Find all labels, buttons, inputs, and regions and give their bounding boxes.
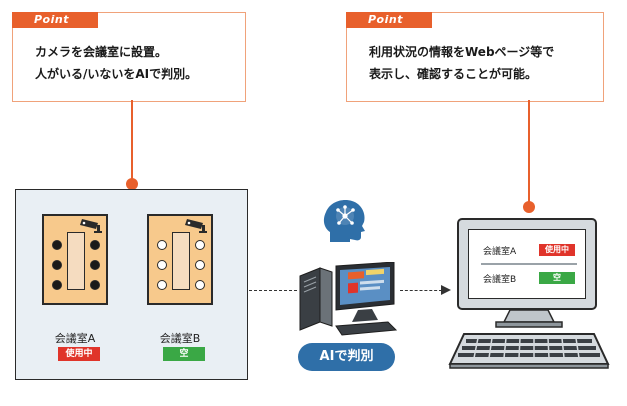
seat-empty [157, 240, 167, 250]
conference-table [172, 232, 190, 290]
seat-occupied [52, 240, 62, 250]
room-label-b: 会議室B [159, 332, 201, 345]
ai-brain-head-icon [323, 200, 365, 242]
arrow-right-icon [441, 285, 451, 295]
screen-status-badge-a: 使用中 [539, 244, 575, 256]
screen-divider [481, 263, 577, 265]
screen-room-label-a: 会議室A [483, 247, 517, 257]
dashed-connector-left [249, 290, 297, 291]
seat-empty [157, 260, 167, 270]
seat-empty [195, 240, 205, 250]
room-plan-b [147, 214, 213, 305]
status-badge-a: 使用中 [58, 347, 100, 361]
connector-line-right [528, 100, 530, 206]
conference-table [67, 232, 85, 290]
seat-empty [195, 260, 205, 270]
dashed-connector-right [400, 290, 442, 291]
screen-room-label-b: 会議室B [483, 275, 517, 285]
connector-dot-right [523, 201, 535, 213]
seat-occupied [90, 280, 100, 290]
point-text: カメラを会議室に設置。 人がいる/いないをAIで判別。 [35, 41, 197, 85]
meeting-room-panel: 会議室A 使用中 会議室B 空 [15, 189, 248, 380]
seat-empty [195, 280, 205, 290]
status-monitor: 会議室A 使用中 会議室B 空 [457, 218, 597, 310]
point-text: 利用状況の情報をWebページ等で 表示し、確認することが可能。 [369, 41, 554, 85]
room-label-a: 会議室A [54, 332, 96, 345]
seat-occupied [90, 260, 100, 270]
ai-workstation-icon [299, 262, 398, 336]
security-camera-icon [80, 219, 102, 233]
seat-occupied [52, 280, 62, 290]
seat-occupied [90, 240, 100, 250]
point-tag: Point [12, 12, 98, 28]
point-line: カメラを会議室に設置。 [35, 45, 168, 59]
seat-occupied [52, 260, 62, 270]
point-line: 利用状況の情報をWebページ等で [369, 45, 555, 59]
point-callout-right: Point 利用状況の情報をWebページ等で 表示し、確認することが可能。 [346, 12, 604, 102]
screen-status-badge-b: 空 [539, 272, 575, 284]
point-line: 人がいる/いないをAIで判別。 [35, 67, 198, 81]
point-callout-left: Point カメラを会議室に設置。 人がいる/いないをAIで判別。 [12, 12, 246, 102]
connector-dot-left [126, 178, 138, 190]
status-badge-b: 空 [163, 347, 205, 361]
ai-judge-label: AIで判別 [298, 343, 395, 371]
connector-line-left [131, 100, 133, 184]
monitor-screen: 会議室A 使用中 会議室B 空 [468, 229, 586, 299]
point-line: 表示し、確認することが可能。 [369, 67, 538, 81]
room-plan-a [42, 214, 108, 305]
point-tag: Point [346, 12, 432, 28]
seat-empty [157, 280, 167, 290]
security-camera-icon [185, 219, 207, 233]
desktop-keyboard-icon [448, 309, 610, 369]
